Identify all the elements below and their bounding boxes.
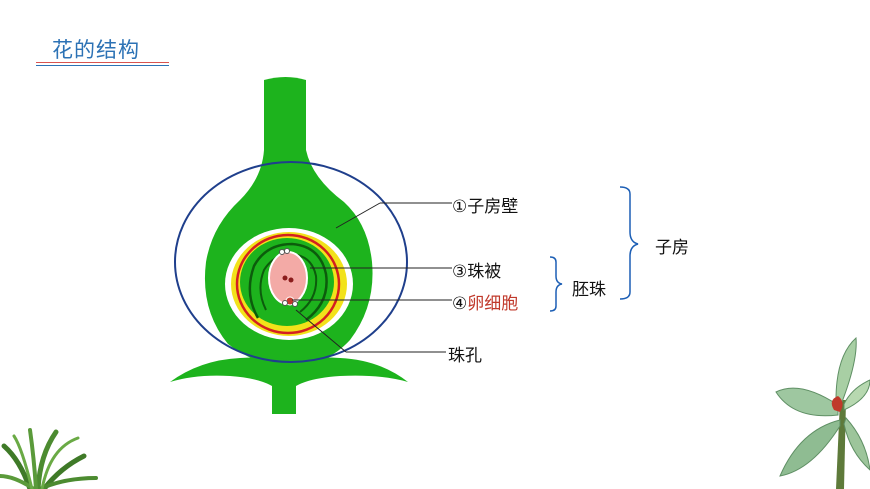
label-text: 珠孔: [448, 346, 482, 366]
label-ovule: 胚珠: [572, 275, 606, 300]
label-number: ③: [452, 262, 468, 282]
ovule-highlight-ring: [235, 233, 341, 335]
label-number: ①: [452, 197, 468, 217]
label-text: 子房壁: [467, 197, 519, 217]
label-ovary: 子房: [655, 233, 689, 258]
polar-nucleus: [288, 277, 294, 283]
label-text: 胚珠: [572, 280, 606, 300]
label-number: ④: [452, 294, 468, 314]
label-integument: ③珠被: [452, 257, 501, 282]
label-micropyle: 珠孔: [448, 341, 482, 366]
synergid: [282, 300, 288, 306]
banana-plant-decoration: [775, 336, 870, 489]
antipodal-cell: [284, 248, 290, 254]
embryo-sac: [268, 251, 308, 305]
label-ovary-wall: ①子房壁: [452, 192, 518, 217]
page-title: 花的结构: [52, 38, 140, 62]
antipodal-cell: [279, 249, 285, 255]
label-egg-cell: ④卵细胞: [452, 289, 518, 314]
integument-inner-ring: [248, 242, 328, 321]
leader-ovary-wall: [335, 202, 381, 229]
synergid: [292, 301, 298, 307]
label-text: 珠被: [467, 262, 502, 282]
palm-plant-decoration: [0, 428, 98, 489]
title-underline-blue: [36, 65, 169, 66]
label-text: 子房: [655, 238, 689, 258]
ovary-bracket: [619, 186, 639, 300]
ovule-bracket: [549, 256, 563, 312]
receptacle: [170, 357, 408, 414]
title-underline-red: [36, 62, 169, 63]
polar-nucleus: [282, 275, 288, 281]
ovary-highlight-ring: [174, 161, 408, 363]
leader-micropyle: [295, 309, 347, 353]
label-text: 卵细胞: [467, 294, 519, 314]
